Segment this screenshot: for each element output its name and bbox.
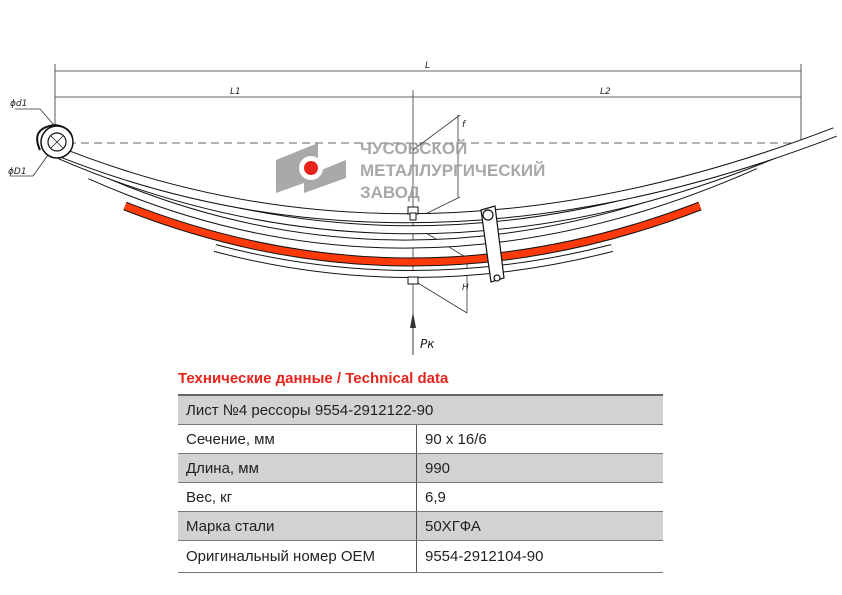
row-label: Вес, кг — [178, 482, 417, 512]
logo-line-1: ЧУСОВСКОЙ — [360, 139, 467, 158]
load-label: Pк — [420, 337, 435, 351]
table-title: Технические данные / Technical data — [178, 370, 449, 387]
table-row: Марка стали 50ХГФА — [178, 511, 663, 541]
logo-dot-icon — [304, 161, 318, 175]
company-logo: ЧУСОВСКОЙ МЕТАЛЛУРГИЧЕСКИЙ ЗАВОД — [276, 139, 545, 202]
row-label: Сечение, мм — [178, 424, 417, 454]
dim-L2: L2 — [600, 87, 611, 97]
row-value: 50ХГФА — [416, 511, 663, 541]
table-row: Вес, кг 6,9 — [178, 482, 663, 512]
row-value: 990 — [416, 453, 663, 483]
logo-line-3: ЗАВОД — [360, 183, 420, 202]
row-value: 6,9 — [416, 482, 663, 512]
load-arrow-icon — [410, 312, 416, 328]
row-label: Марка стали — [178, 511, 417, 541]
table-row: Оригинальный номер OEM 9554-2912104-90 — [178, 540, 663, 573]
dim-d1: ϕd1 — [10, 99, 27, 109]
row-value: 90 x 16/6 — [416, 424, 663, 454]
dim-L1: L1 — [230, 87, 241, 97]
spring-eye — [36, 123, 74, 159]
dim-D1: ϕD1 — [8, 167, 27, 177]
logo-line-2: МЕТАЛЛУРГИЧЕСКИЙ — [360, 161, 545, 180]
dim-H: H — [462, 283, 469, 293]
row-label: Оригинальный номер OEM — [178, 540, 417, 573]
table-header-row: Лист №4 рессоры 9554-2912122-90 — [178, 394, 663, 425]
row-value: 9554-2912104-90 — [416, 540, 663, 573]
highlighted-leaf-4 — [123, 202, 702, 266]
dim-L: L — [425, 61, 430, 71]
center-bolt — [407, 206, 419, 285]
spring-leaves — [48, 127, 837, 278]
rebound-clamp — [480, 205, 505, 283]
table-row: Сечение, мм 90 x 16/6 — [178, 424, 663, 454]
technical-data-table: Лист №4 рессоры 9554-2912122-90 Сечение,… — [178, 394, 663, 573]
row-label: Длина, мм — [178, 453, 417, 483]
table-row: Длина, мм 990 — [178, 453, 663, 483]
dim-f: f — [462, 120, 467, 130]
table-header: Лист №4 рессоры 9554-2912122-90 — [178, 394, 663, 425]
